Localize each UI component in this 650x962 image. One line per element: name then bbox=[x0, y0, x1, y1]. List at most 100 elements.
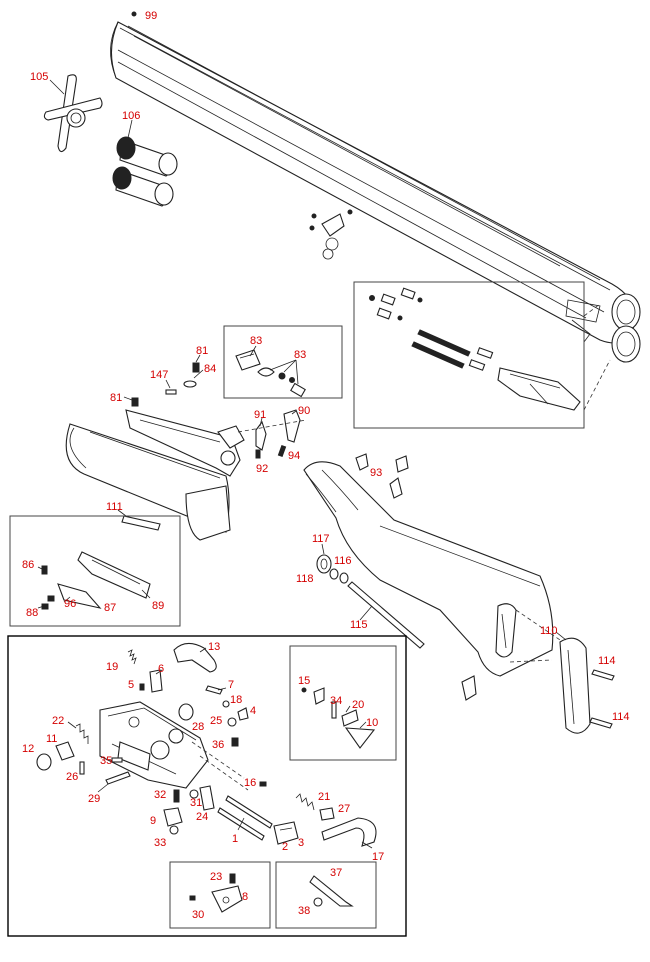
callout-34: 34 bbox=[330, 695, 342, 707]
forend-iron-86 bbox=[121, 515, 161, 531]
part-16 bbox=[259, 781, 267, 787]
callout-92: 92 bbox=[256, 463, 268, 475]
callout-4: 4 bbox=[250, 705, 256, 717]
callout-94: 94 bbox=[288, 450, 300, 462]
nut-118 bbox=[339, 572, 349, 584]
callout-38: 38 bbox=[298, 905, 310, 917]
callout-9: 9 bbox=[150, 815, 156, 827]
stock-sling-swivel bbox=[461, 675, 477, 701]
part-32 bbox=[173, 789, 180, 803]
receiver-parts-box bbox=[7, 635, 407, 937]
part-1 bbox=[225, 795, 273, 829]
part-27 bbox=[319, 807, 335, 821]
callout-84: 84 bbox=[204, 363, 216, 375]
callout-88: 89 bbox=[152, 600, 164, 612]
callout-90: 90 bbox=[298, 405, 310, 417]
barrel-assembly bbox=[110, 21, 641, 363]
forend-latch-parts bbox=[235, 349, 306, 398]
callout-11: 11 bbox=[46, 733, 57, 745]
front-sight-bead bbox=[131, 11, 137, 17]
callout-115: 115 bbox=[350, 619, 368, 631]
part-111a bbox=[355, 453, 369, 471]
callout-33: 33 bbox=[154, 837, 166, 849]
callout-29: 29 bbox=[88, 793, 100, 805]
callout-37: 37 bbox=[330, 867, 342, 879]
part-33 bbox=[169, 825, 179, 835]
callout-110: 110 bbox=[540, 625, 558, 637]
top-lever-13 bbox=[173, 642, 217, 673]
callout-105: 105 bbox=[30, 71, 48, 83]
callout-12: 12 bbox=[22, 743, 34, 755]
callout-91: 91 bbox=[254, 409, 266, 421]
callout-87: 96 bbox=[64, 598, 76, 610]
callout-7: 7 bbox=[228, 679, 234, 691]
forend-iron-lever-91 bbox=[255, 420, 267, 451]
callout-27: 27 bbox=[338, 803, 350, 815]
callout-114b: 114 bbox=[612, 711, 630, 723]
callout-18: 18 bbox=[230, 694, 242, 706]
callout-83a: 83 bbox=[250, 335, 262, 347]
callout-106: 106 bbox=[122, 110, 140, 122]
butt-pad-110 bbox=[559, 637, 591, 734]
pin-94 bbox=[277, 444, 287, 458]
forend-spring-90 bbox=[283, 409, 301, 443]
callout-35: 35 bbox=[100, 755, 112, 767]
callout-36: 36 bbox=[212, 739, 224, 751]
trigger-inset-box bbox=[289, 645, 397, 761]
ejector-inset-box bbox=[353, 281, 585, 429]
callout-31: 31 bbox=[190, 797, 202, 809]
latch-inset-box bbox=[223, 325, 343, 399]
spring-19 bbox=[127, 649, 137, 665]
part-26 bbox=[79, 761, 85, 775]
choke-wrench bbox=[43, 74, 103, 153]
buttpad-screw-114b bbox=[589, 717, 613, 729]
washer-116 bbox=[329, 568, 339, 580]
part-25 bbox=[227, 717, 237, 727]
sear-inset-box bbox=[169, 861, 271, 929]
receiver-body bbox=[99, 701, 209, 789]
buttpad-screw-114a bbox=[591, 669, 615, 681]
callout-10: 10 bbox=[366, 717, 378, 729]
callout-23: 23 bbox=[210, 871, 222, 883]
callout-89: 87 bbox=[104, 602, 116, 614]
spring-22 bbox=[75, 723, 89, 744]
callout-15: 15 bbox=[298, 675, 310, 687]
part-12 bbox=[36, 753, 52, 771]
callout-114a: 114 bbox=[598, 655, 616, 667]
forearm-assembly bbox=[65, 397, 245, 541]
callout-118: 118 bbox=[296, 573, 314, 585]
callout-83b: 83 bbox=[294, 349, 306, 361]
part-31 bbox=[189, 789, 199, 799]
trigger-parts bbox=[301, 687, 376, 749]
part-24 bbox=[199, 785, 215, 811]
callout-5: 5 bbox=[128, 679, 134, 691]
screw-92 bbox=[255, 449, 261, 459]
part-11 bbox=[55, 741, 75, 761]
callout-24: 24 bbox=[196, 811, 208, 823]
callout-81a: 81 bbox=[196, 345, 208, 357]
part-29 bbox=[105, 771, 131, 785]
callout-117: 117 bbox=[312, 533, 330, 545]
part-4 bbox=[237, 707, 249, 721]
callout-25: 25 bbox=[210, 715, 222, 727]
callout-22: 22 bbox=[52, 715, 64, 727]
choke-tubes bbox=[112, 136, 178, 207]
spring-21 bbox=[295, 793, 315, 811]
part-36 bbox=[231, 737, 239, 747]
washer-117 bbox=[316, 554, 332, 574]
callout-26: 26 bbox=[66, 771, 78, 783]
callout-19: 19 bbox=[106, 661, 118, 673]
pin-147 bbox=[165, 389, 177, 395]
screw-81 bbox=[192, 362, 200, 373]
part-111c bbox=[389, 477, 403, 499]
callout-6: 6 bbox=[158, 663, 164, 675]
callout-116: 116 bbox=[334, 555, 352, 567]
part-35 bbox=[111, 757, 123, 763]
forend-latch-mech bbox=[41, 551, 151, 610]
washer-84 bbox=[183, 380, 197, 388]
callout-147: 147 bbox=[150, 369, 168, 381]
callout-81b: 81 bbox=[110, 392, 122, 404]
part-2 bbox=[273, 821, 299, 845]
callout-30: 30 bbox=[192, 909, 204, 921]
